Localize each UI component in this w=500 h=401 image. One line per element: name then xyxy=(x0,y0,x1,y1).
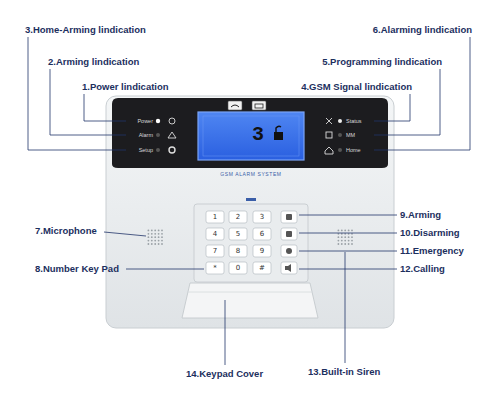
callout-label: 7.Microphone xyxy=(35,226,97,236)
callout-label: 13.Built-in Siren xyxy=(308,367,380,377)
panel-text: Alarm xyxy=(139,133,153,139)
key-label: 6 xyxy=(260,231,264,238)
callout-label: 1.Power lindication xyxy=(82,82,169,92)
callout-label: 14.Keypad Cover xyxy=(186,369,263,379)
key-label: * xyxy=(213,265,217,272)
callout-label: 2.Arming lindication xyxy=(48,57,139,67)
key-label: 3 xyxy=(260,214,264,221)
callout-label: 6.Alarming lindication xyxy=(373,25,472,35)
callout-label: 10.Disarming xyxy=(400,228,460,238)
callout-label: 8.Number Key Pad xyxy=(35,264,119,274)
callout-label: 5.Programming lindication xyxy=(322,57,442,67)
key-label: 2 xyxy=(236,214,240,221)
lcd-digit: 3 xyxy=(252,125,264,145)
leader-lines xyxy=(28,37,470,365)
callout-label: 9.Arming xyxy=(400,210,441,220)
key-label: 7 xyxy=(213,248,217,255)
key-label: 5 xyxy=(236,231,240,238)
panel-text: Setup xyxy=(139,148,153,154)
callout-label: 11.Emergency xyxy=(400,246,464,256)
key-label: 4 xyxy=(213,231,217,238)
panel-text: MM xyxy=(346,133,355,139)
key-label: 8 xyxy=(236,248,240,255)
callout-label: 3.Home-Arming lindication xyxy=(25,25,146,35)
panel-text: Power xyxy=(137,119,153,125)
callout-label: 4.GSM Signal lindication xyxy=(301,82,412,92)
panel-text: Status xyxy=(346,119,362,125)
key-label: # xyxy=(259,265,265,272)
brand-text: GSM ALARM SYSTEM xyxy=(220,172,281,177)
speaker-grill xyxy=(148,230,353,245)
key-label: 9 xyxy=(260,248,264,255)
key-label: 0 xyxy=(236,265,240,272)
key-label: 1 xyxy=(213,214,217,221)
callout-label: 12.Calling xyxy=(400,264,445,274)
panel-text: Home xyxy=(346,148,361,154)
